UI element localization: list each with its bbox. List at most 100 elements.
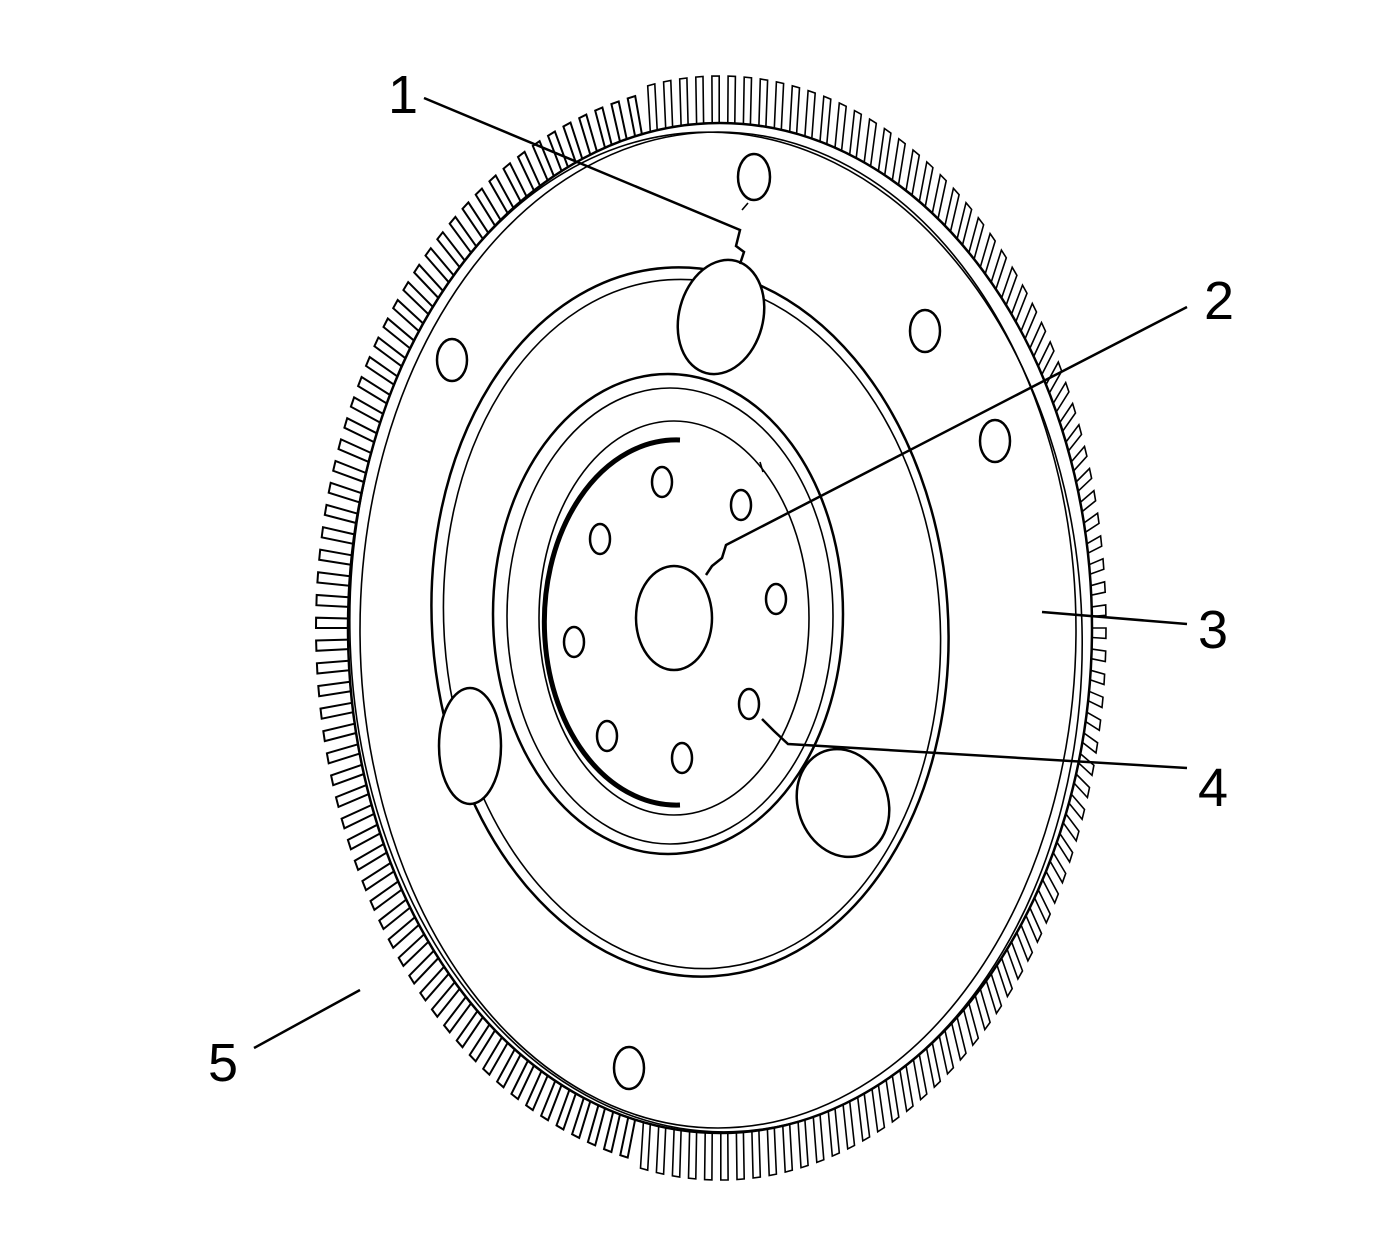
- gear-tooth: [510, 1060, 535, 1101]
- gear-tooth: [369, 880, 403, 912]
- gear-tooth: [727, 75, 737, 124]
- gear-tooth: [918, 160, 934, 207]
- gear-tooth: [1087, 690, 1104, 709]
- gear-tooth: [1033, 889, 1052, 925]
- gear-tooth: [524, 1070, 549, 1112]
- hub-flange-shoulder: [541, 437, 681, 808]
- gear-tooth: [655, 1126, 667, 1176]
- bolt-hole: [764, 582, 788, 616]
- gear-tooth: [468, 1023, 496, 1063]
- gear-tooth: [391, 298, 424, 332]
- gear-tooth: [1056, 832, 1074, 864]
- callout-label-3: 3: [1198, 600, 1228, 660]
- gear-tooth: [315, 593, 349, 608]
- timing-mark: [759, 461, 764, 473]
- gear-tooth: [361, 862, 395, 892]
- hub-ring-inner: [506, 387, 834, 845]
- gear-tooth: [834, 101, 848, 151]
- gear-tooth: [332, 459, 367, 483]
- gear-tooth: [1041, 870, 1060, 905]
- lightening-hole-right: [795, 747, 891, 859]
- gear-tooth: [773, 80, 785, 130]
- gear-tooth: [577, 113, 598, 155]
- gear-tooth: [848, 109, 863, 159]
- gear-tooth: [424, 246, 455, 283]
- lightening-hole-top: [676, 258, 766, 376]
- gear-tooth: [327, 481, 362, 504]
- bolt-hole: [737, 687, 761, 721]
- gear-tooth: [687, 1131, 698, 1180]
- gear-tooth: [985, 973, 1003, 1016]
- gear-tooth: [382, 316, 415, 350]
- gear-tooth: [678, 77, 689, 126]
- gear-tooth: [885, 1075, 900, 1124]
- gear-tooth: [610, 100, 628, 142]
- gear-tooth: [402, 280, 434, 316]
- bolt-hole: [670, 741, 694, 775]
- gear-tooth: [979, 231, 997, 275]
- gear-tooth: [1006, 941, 1024, 981]
- hub-flange-edge: [538, 420, 810, 816]
- gear-tooth: [1085, 711, 1102, 732]
- gear-tooth: [863, 117, 878, 167]
- gear-tooth: [782, 1124, 794, 1174]
- ring-gear-root-edge: [346, 121, 1094, 1135]
- gear-tooth: [646, 82, 658, 132]
- gear-tooth: [397, 933, 430, 968]
- bolt-hole: [562, 625, 586, 659]
- gear-tooth: [1077, 752, 1095, 777]
- callout-label-5: 5: [208, 1033, 238, 1093]
- gear-tooth: [703, 1132, 713, 1181]
- gear-tooth: [1000, 265, 1018, 306]
- gear-tooth: [387, 916, 420, 950]
- gear-tooth: [602, 1111, 621, 1154]
- lightening-hole-left: [437, 686, 503, 806]
- gear-tooth: [962, 1003, 980, 1047]
- bolt-hole: [650, 465, 674, 499]
- gear-tooth: [408, 949, 440, 986]
- converter-hole: [435, 337, 469, 383]
- gear-tooth: [337, 437, 372, 463]
- gear-tooth: [315, 638, 349, 652]
- gear-tooth: [436, 230, 466, 268]
- leader-lines: [253, 96, 1188, 1050]
- gear-tooth: [356, 375, 391, 405]
- plate-ring-outer-inner: [442, 278, 942, 970]
- gear-tooth: [819, 95, 832, 145]
- gear-tooth: [586, 1105, 606, 1147]
- gear-tooth: [1073, 773, 1091, 800]
- leader-line-5: [253, 988, 361, 1050]
- plate-ring-outer: [430, 266, 950, 978]
- gear-tooth: [827, 1108, 841, 1158]
- gear-tooth: [1052, 380, 1070, 413]
- gear-tooth: [1068, 793, 1086, 822]
- gear-tooth: [570, 1097, 592, 1140]
- gear-tooth: [788, 84, 801, 134]
- gear-tooth: [1049, 852, 1067, 885]
- gear-tooth: [751, 1130, 762, 1179]
- leader-line-4: [761, 718, 1188, 770]
- gear-tooth: [349, 395, 384, 424]
- gear-tooth: [758, 78, 769, 127]
- gear-tooth: [353, 843, 388, 872]
- gear-tooth: [662, 79, 674, 129]
- gear-tooth: [996, 957, 1014, 999]
- gear-tooth: [711, 75, 720, 124]
- gear-tooth: [1091, 648, 1107, 663]
- gear-tooth: [1075, 466, 1093, 492]
- gear-tooth: [639, 1122, 652, 1172]
- gear-tooth: [334, 784, 370, 809]
- gear-tooth: [481, 1036, 509, 1077]
- gear-tooth: [968, 216, 985, 260]
- gear-tooth: [1045, 360, 1063, 394]
- gear-tooth: [316, 571, 351, 587]
- gear-tooth: [455, 1010, 484, 1049]
- hub-ring-outer: [491, 372, 845, 856]
- gear-tooth: [1016, 924, 1034, 963]
- leader-line-3: [1041, 610, 1188, 626]
- gear-tooth: [956, 200, 973, 246]
- gear-tooth: [502, 161, 528, 203]
- gear-tooth: [562, 121, 584, 163]
- gear-tooth: [931, 173, 948, 219]
